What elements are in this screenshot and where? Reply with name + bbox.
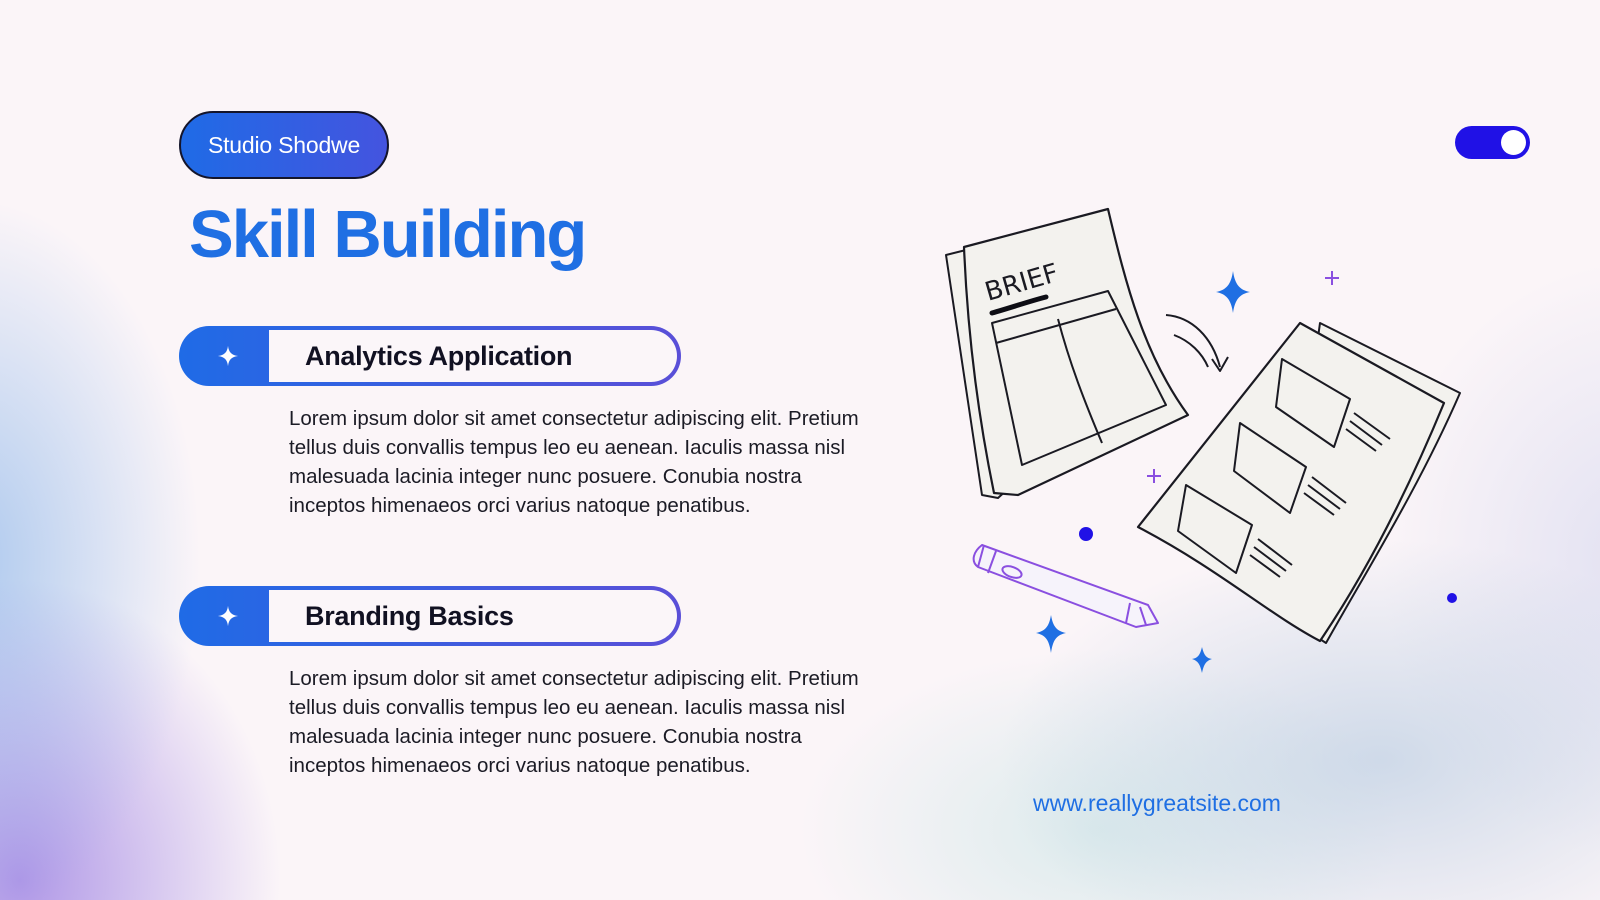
toggle-knob bbox=[1501, 130, 1526, 155]
website-link[interactable]: www.reallygreatsite.com bbox=[1033, 790, 1281, 816]
sparkle-icon bbox=[217, 605, 239, 627]
section-body: Lorem ipsum dolor sit amet consectetur a… bbox=[289, 667, 859, 777]
sparkle-icon bbox=[1036, 615, 1066, 653]
sparkle-icon bbox=[217, 345, 239, 367]
brand-label: Studio Shodwe bbox=[207, 131, 361, 158]
section-title: Analytics Application bbox=[305, 341, 573, 371]
section-body: Lorem ipsum dolor sit amet consectetur a… bbox=[289, 407, 859, 517]
section-header-branding: Branding Basics bbox=[179, 586, 681, 646]
brand-badge: Studio Shodwe bbox=[179, 111, 389, 179]
section-title: Branding Basics bbox=[305, 601, 514, 631]
section-header-analytics: Analytics Application bbox=[179, 326, 681, 386]
sparkle-icon bbox=[1192, 647, 1212, 673]
toggle-switch[interactable] bbox=[1455, 126, 1530, 159]
page-title: Skill Building bbox=[189, 197, 587, 272]
sparkle-icon bbox=[1216, 271, 1250, 313]
brief-documents-illustration: BRIEF bbox=[945, 207, 1461, 673]
